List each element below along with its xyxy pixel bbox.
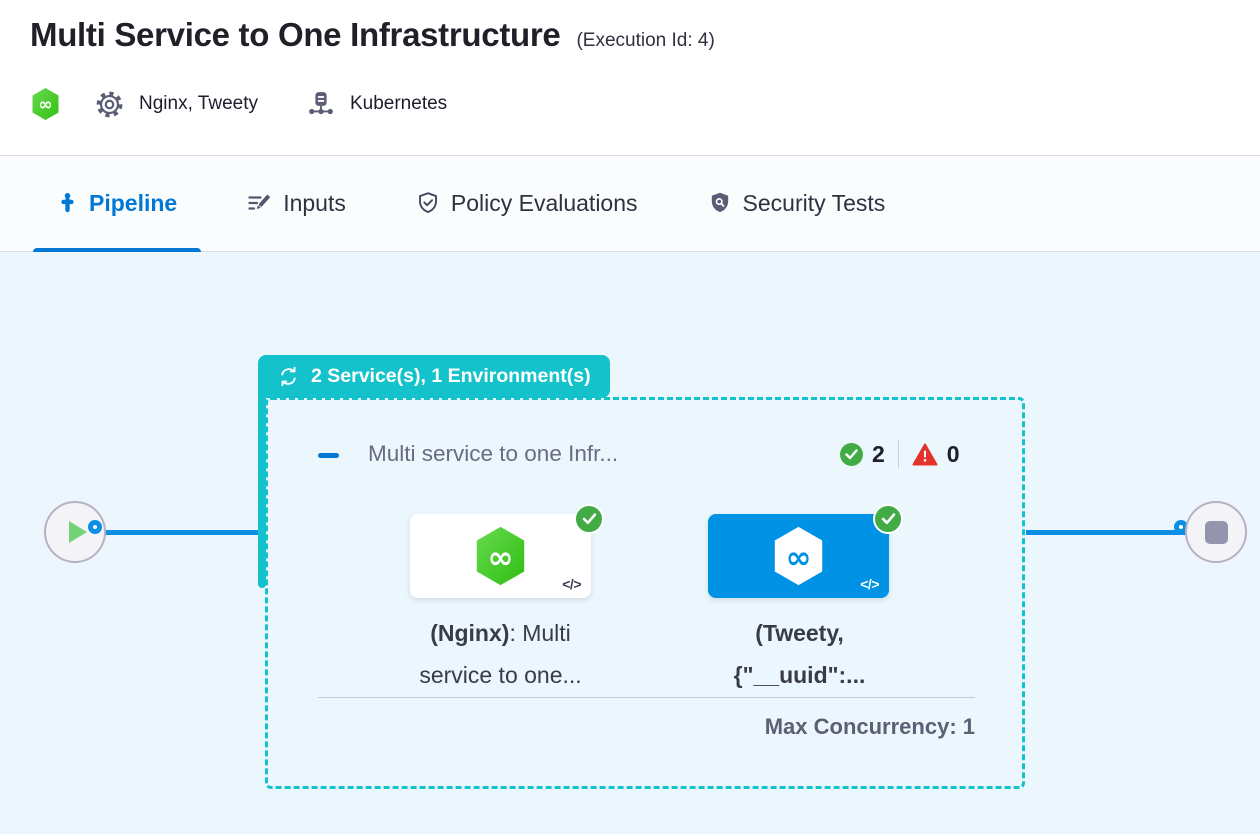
stage-group-badge[interactable]: 2 Service(s), 1 Environment(s) <box>258 355 610 398</box>
success-icon <box>840 442 863 466</box>
tab-label: Inputs <box>283 190 346 216</box>
edge-start-to-stage <box>100 530 263 535</box>
service-card-tweety[interactable]: ∞ </> <box>708 514 889 598</box>
page-title: Multi Service to One Infrastructure <box>30 16 561 53</box>
pipeline-canvas: 2 Service(s), 1 Environment(s) Multi ser… <box>0 252 1260 834</box>
gear-icon <box>95 90 124 119</box>
infrastructure-icon <box>306 89 336 119</box>
tab-label: Security Tests <box>742 190 886 216</box>
tab-label: Pipeline <box>89 190 178 216</box>
stage-accent-strip <box>258 390 266 588</box>
execution-tabbar: Pipeline Inputs Policy Evaluations <box>0 156 1260 253</box>
service-label-tweety: (Tweety, {"__uuid":... <box>692 612 907 696</box>
execution-id: (Execution Id: 4) <box>576 30 715 51</box>
svg-text:∞: ∞ <box>488 540 514 576</box>
stop-icon <box>1204 520 1228 544</box>
inputs-icon <box>247 192 272 215</box>
active-tab-underline <box>33 247 202 253</box>
environment-label: Kubernetes <box>349 93 448 114</box>
tab-security-tests[interactable]: Security Tests <box>684 156 910 252</box>
service-label-bold: (Tweety, {"__uuid":... <box>733 620 866 688</box>
success-badge <box>873 504 903 534</box>
tab-inputs[interactable]: Inputs <box>223 156 370 252</box>
tab-policy-evaluations[interactable]: Policy Evaluations <box>392 156 662 252</box>
code-glyph: </> <box>562 576 581 592</box>
code-glyph: </> <box>860 576 879 592</box>
success-count: 2 <box>872 440 885 467</box>
pipeline-icon <box>57 192 78 215</box>
stage-badge-label: 2 Service(s), 1 Environment(s) <box>311 365 591 387</box>
harness-service-icon: ∞ <box>476 526 525 586</box>
max-concurrency-label: Max Concurrency: 1 <box>764 714 975 739</box>
service-card-nginx[interactable]: ∞ </> <box>410 514 591 598</box>
service-label-rest: : Multi service to one... <box>419 620 582 688</box>
start-connector-dot <box>88 520 102 534</box>
count-divider <box>897 440 899 468</box>
edge-stage-to-end <box>1026 530 1186 535</box>
play-icon <box>68 521 87 543</box>
header-meta: ∞ Nginx, Tweety Kubernetes <box>30 86 447 122</box>
svg-text:∞: ∞ <box>786 540 812 576</box>
loop-icon <box>277 365 300 388</box>
stage-footer-divider <box>318 697 975 698</box>
shield-check-icon <box>416 191 440 216</box>
svg-text:∞: ∞ <box>38 95 52 115</box>
services-label: Nginx, Tweety <box>139 93 258 114</box>
stage-group-box <box>265 397 1025 789</box>
harness-logo-icon: ∞ <box>30 87 61 121</box>
tab-pipeline[interactable]: Pipeline <box>33 156 202 253</box>
harness-service-icon: ∞ <box>774 526 823 586</box>
error-icon <box>912 443 938 466</box>
pipeline-end-node <box>1185 501 1247 563</box>
service-label-nginx: (Nginx): Multi service to one... <box>393 612 608 696</box>
success-badge <box>574 504 604 534</box>
stage-title[interactable]: Multi service to one Infr... <box>368 441 619 466</box>
title-row: Multi Service to One Infrastructure (Exe… <box>30 16 715 54</box>
error-count: 0 <box>946 440 960 467</box>
service-label-bold: (Nginx) <box>430 620 510 646</box>
collapse-stage-button[interactable] <box>318 453 339 458</box>
stage-status-counts: 2 0 <box>840 440 980 468</box>
shield-scan-icon <box>708 191 732 216</box>
execution-header: Multi Service to One Infrastructure (Exe… <box>0 0 1260 156</box>
tab-label: Policy Evaluations <box>450 190 638 216</box>
